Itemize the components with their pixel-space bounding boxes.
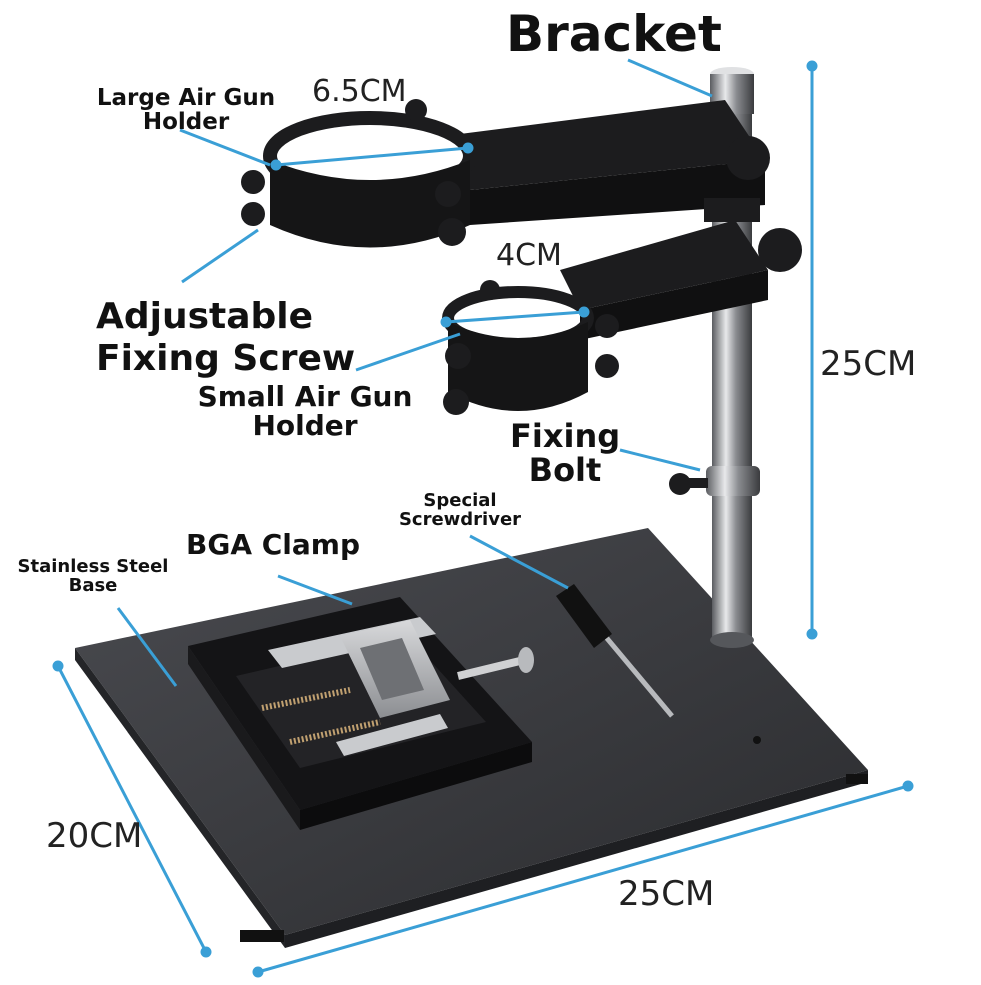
fixing-bolt-label-line1: Fixing (510, 417, 621, 455)
width-dimension: 25CM (618, 874, 715, 914)
small-ring-dimension: 4CM (496, 238, 562, 273)
screwdriver-label: Special Screwdriver (390, 490, 530, 530)
adjustable-screw-label-line2: Fixing Screw (96, 338, 356, 380)
large-holder-label-line1: Large Air Gun (96, 85, 276, 111)
special-screwdriver (556, 584, 674, 718)
small-holder-label-line1: Small Air Gun (197, 380, 413, 413)
fixing-bolt-label: Fixing Bolt (510, 417, 621, 489)
small-holder-label: Small Air Gun Holder (194, 382, 416, 441)
base-label-line2: Base (68, 574, 118, 596)
bga-clamp-label: BGA Clamp (186, 528, 361, 561)
large-holder-label: Large Air Gun Holder (96, 86, 276, 134)
adjustable-screw-label: Adjustable Fixing Screw (96, 296, 355, 381)
bracket-label: Bracket (506, 5, 722, 63)
large-ring-dimension: 6.5CM (312, 74, 407, 109)
height-dimension: 25CM (820, 344, 917, 384)
large-holder-label-line2: Holder (142, 109, 230, 136)
screwdriver-label-line1: Special (423, 490, 497, 511)
bga-clamp (188, 597, 534, 830)
small-holder-label-line2: Holder (252, 409, 358, 443)
large-air-gun-holder (241, 99, 770, 248)
adjustable-screw-label-line1: Adjustable (96, 296, 314, 337)
fixing-bolt-label-line2: Bolt (528, 450, 602, 489)
base-label-line1: Stainless Steel (17, 556, 169, 577)
depth-dimension: 20CM (46, 816, 143, 856)
leader-lines (52, 58, 914, 978)
base-label: Stainless Steel Base (12, 556, 174, 596)
screwdriver-label-line2: Screwdriver (398, 508, 522, 530)
